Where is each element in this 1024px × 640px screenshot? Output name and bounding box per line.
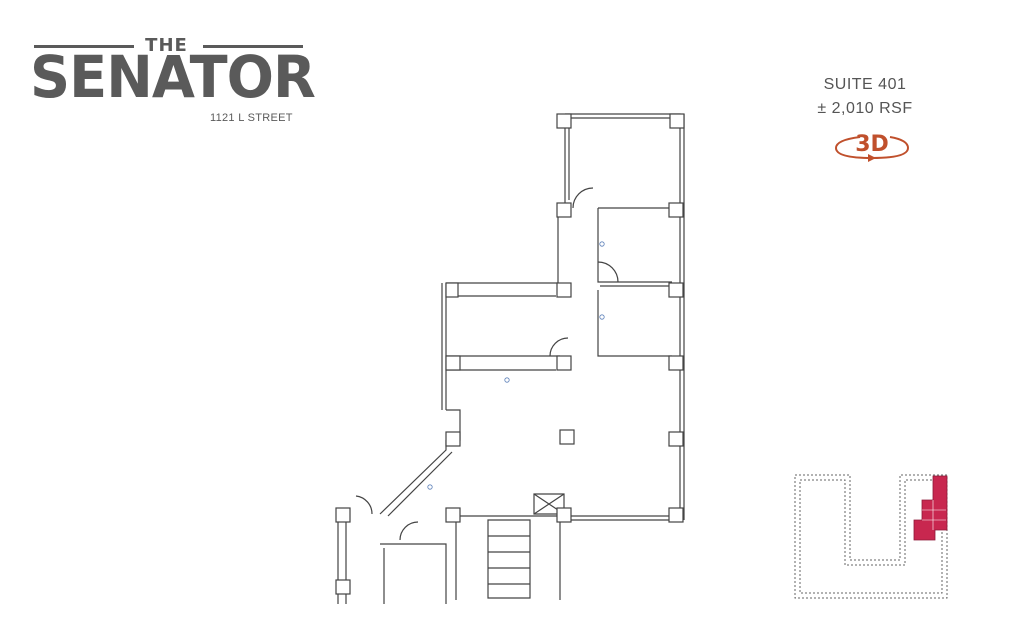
suite-name: SUITE 401 [823,76,907,93]
suite-info: SUITE 401 ± 2,010 RSF [800,73,930,121]
building-address: 1121 L STREET [210,112,293,124]
logo-rule-right [203,45,303,48]
rotate-3d-icon [835,136,910,162]
suite-area: ± 2,010 RSF [817,100,913,117]
logo-rule-left [34,45,134,48]
view-3d-button[interactable]: 3D [830,128,914,168]
view-3d-label: 3D [855,132,889,157]
building-name: SENATOR [30,43,316,111]
logo-prefix: THE [145,35,188,56]
key-plan-highlight [913,475,948,541]
building-logo: THE SENATOR 1121 L STREET [30,30,316,130]
